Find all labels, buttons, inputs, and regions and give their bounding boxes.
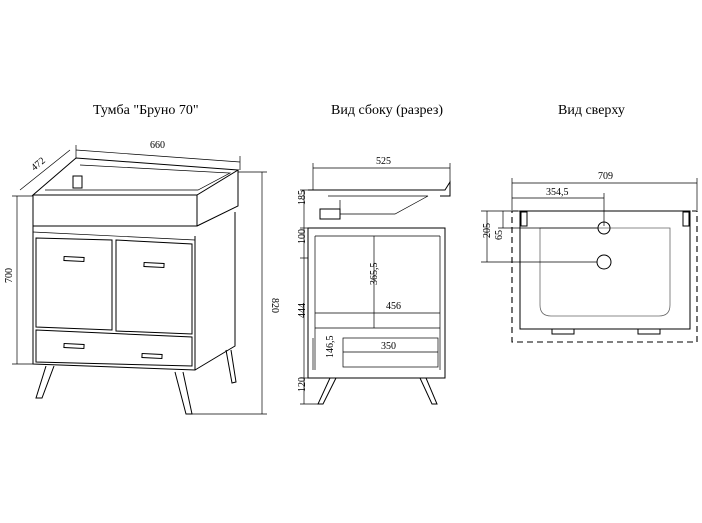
dim-depth-205: 205 — [482, 223, 493, 238]
side-drawer — [342, 337, 439, 368]
dim-total-820: 820 — [269, 298, 280, 313]
basin — [539, 227, 671, 317]
side-leg-left — [317, 377, 337, 405]
dim-depth-525: 525 — [376, 156, 391, 167]
drawer-front — [35, 329, 193, 367]
dim-line-width — [75, 149, 241, 163]
top-view-title: Вид сверху — [558, 103, 625, 118]
dim-width-709: 709 — [598, 171, 613, 182]
dim-inner-365-5: 365,5 — [369, 263, 380, 286]
right-door — [115, 239, 193, 335]
left-door-handle — [63, 255, 85, 263]
drawer-handle-left — [63, 342, 85, 350]
drawer-handle-right-top — [637, 328, 661, 335]
cabinet-side — [194, 212, 236, 371]
dim-middle-444: 444 — [297, 303, 308, 318]
leg-front-right — [174, 371, 193, 415]
bracket-right — [682, 211, 690, 227]
sink-bowl-section — [328, 195, 429, 215]
sink-bowl-rim — [45, 164, 232, 191]
dim-drawer-350: 350 — [381, 341, 396, 352]
faucet — [72, 175, 83, 189]
dim-height-700: 700 — [4, 268, 15, 283]
dim-depth-472: 472 — [29, 155, 48, 173]
leg-front-left — [35, 365, 55, 399]
drawer-handle-left-top — [551, 328, 575, 335]
bracket-left — [520, 211, 528, 227]
sink-front-face — [32, 195, 198, 227]
top-cabinet-outline — [519, 210, 691, 330]
sink-section-outline — [308, 180, 451, 197]
dim-tap-65: 65 — [494, 230, 505, 240]
dim-tap-354-5: 354,5 — [546, 187, 569, 198]
leg-back-right — [225, 349, 237, 384]
dim-width-660: 660 — [150, 140, 165, 151]
dim-line-depth — [19, 149, 71, 191]
dim-legs-120: 120 — [297, 377, 308, 392]
dim-sink-185: 185 — [297, 190, 308, 205]
dim-top-100: 100 — [297, 229, 308, 244]
drawer-handle-right — [141, 352, 163, 360]
side-view-drawing: 525 185 100 444 120 146,5 365,5 456 — [297, 156, 451, 405]
dim-inner-456: 456 — [386, 301, 401, 312]
sink-side-face — [196, 170, 239, 227]
top-view-drawing: 709 354,5 205 65 — [481, 171, 698, 343]
front-view-drawing: 660 472 700 820 — [4, 140, 280, 415]
cabinet-top-edge — [32, 231, 196, 241]
cabinet-front — [32, 226, 196, 371]
right-door-handle — [143, 261, 165, 269]
side-body — [307, 227, 446, 379]
front-view-title: Тумба "Бруно 70" — [93, 103, 199, 118]
dim-drawer-146-5: 146,5 — [325, 336, 336, 359]
sink-top-outline — [31, 157, 240, 196]
siphon — [319, 208, 341, 220]
side-leg-right — [419, 377, 438, 405]
side-view-title: Вид сбоку (разрез) — [331, 103, 444, 118]
left-door — [35, 237, 113, 331]
drain-hole — [596, 254, 612, 270]
